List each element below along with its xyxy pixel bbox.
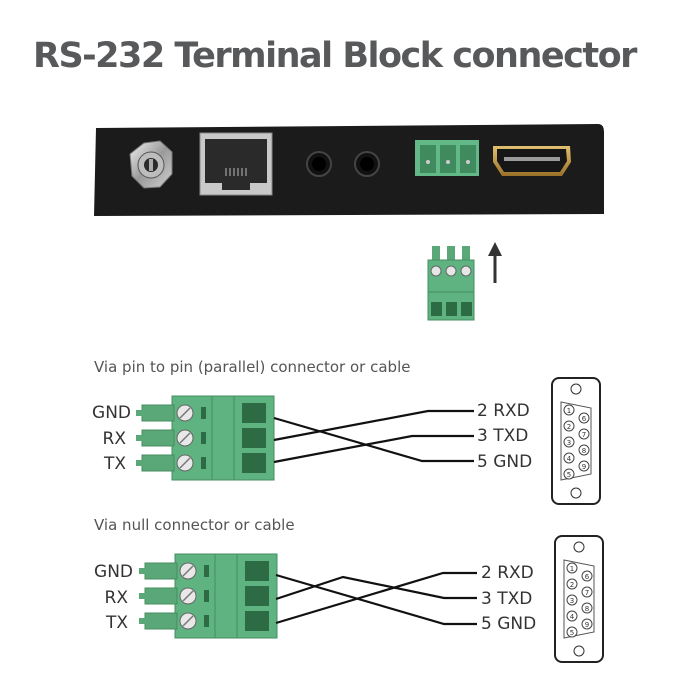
wire-socket bbox=[245, 561, 269, 581]
wire bbox=[275, 571, 477, 625]
db9-pin-number: 1 bbox=[567, 407, 571, 415]
db9-face bbox=[560, 401, 592, 481]
db9-pin bbox=[581, 602, 593, 614]
db9-pin-number: 2 bbox=[570, 581, 574, 589]
terminal-pin bbox=[141, 454, 175, 472]
db9-shell bbox=[554, 535, 604, 663]
db9-pin bbox=[563, 436, 575, 448]
db9-pin-number: 1 bbox=[570, 565, 574, 573]
terminal-pin-label: TX bbox=[105, 613, 128, 633]
terminal-pin bbox=[144, 612, 178, 630]
wire bbox=[273, 416, 474, 463]
terminal-block-socket-icon bbox=[415, 140, 479, 176]
db9-pin bbox=[566, 578, 578, 590]
section-caption: Via pin to pin (parallel) connector or c… bbox=[94, 358, 411, 376]
db9-pin-label: 2 RXD bbox=[477, 401, 530, 421]
db9-pin-number: 4 bbox=[570, 613, 575, 621]
terminal-pin-label: GND bbox=[94, 562, 133, 582]
terminal-pin-label: RX bbox=[104, 588, 128, 608]
db9-pin-number: 7 bbox=[582, 431, 586, 439]
hdmi-port-icon bbox=[493, 146, 571, 176]
db9-pin bbox=[566, 610, 578, 622]
wire-socket bbox=[245, 586, 269, 606]
db9-pin-label: 2 RXD bbox=[481, 563, 534, 583]
wire-socket bbox=[242, 403, 266, 423]
wire-socket bbox=[242, 428, 266, 448]
terminal-pin bbox=[144, 587, 178, 605]
db9-pin bbox=[563, 420, 575, 432]
wire-socket bbox=[242, 453, 266, 473]
db9-pin-number: 4 bbox=[567, 455, 572, 463]
terminal-pin-label: RX bbox=[102, 429, 126, 449]
db9-pin-label: 5 GND bbox=[477, 452, 533, 472]
db9-pin-number: 9 bbox=[585, 621, 589, 629]
db9-pin bbox=[578, 428, 590, 440]
db9-pin bbox=[566, 562, 578, 574]
db9-pin-number: 2 bbox=[567, 423, 571, 431]
db9-pin-number: 8 bbox=[585, 605, 589, 613]
db9-pin-number: 6 bbox=[585, 573, 590, 581]
ethernet-port-icon bbox=[199, 132, 273, 196]
terminal-block-plug-icon bbox=[427, 246, 475, 321]
db9-pin bbox=[578, 444, 590, 456]
db9-shell bbox=[551, 377, 601, 505]
db9-pin bbox=[578, 460, 590, 472]
wire-socket bbox=[245, 611, 269, 631]
db9-pin-number: 5 bbox=[570, 629, 574, 637]
db9-pin bbox=[563, 468, 575, 480]
page-title: RS-232 Terminal Block connector bbox=[33, 36, 637, 76]
power-jack-icon bbox=[129, 140, 173, 189]
db9-pin bbox=[581, 586, 593, 598]
wire bbox=[275, 575, 477, 601]
terminal-pin bbox=[141, 404, 175, 422]
db9-pin bbox=[563, 452, 575, 464]
db9-pin bbox=[566, 594, 578, 606]
wire bbox=[273, 434, 474, 464]
db9-pin-number: 6 bbox=[582, 415, 587, 423]
audio-jack-icon bbox=[306, 151, 332, 177]
db9-pin-number: 8 bbox=[582, 447, 586, 455]
audio-jack-icon bbox=[354, 151, 380, 177]
db9-face bbox=[563, 559, 595, 639]
db9-pin-label: 3 TXD bbox=[477, 426, 529, 446]
mount-hole bbox=[570, 383, 582, 395]
terminal-block-plug-icon bbox=[139, 553, 278, 639]
db9-pin-number: 3 bbox=[567, 439, 571, 447]
arrow-up-icon bbox=[488, 242, 502, 283]
device-rear-panel bbox=[94, 124, 604, 216]
db9-connector-icon: 1 2 3 4 5 6 7 8 9 bbox=[554, 535, 604, 663]
db9-pin bbox=[581, 618, 593, 630]
terminal-pin-label: GND bbox=[92, 403, 131, 423]
terminal-pin bbox=[141, 429, 175, 447]
db9-pin-label: 3 TXD bbox=[481, 589, 533, 609]
db9-pin bbox=[563, 404, 575, 416]
terminal-block-plug-icon bbox=[136, 395, 275, 481]
terminal-pin bbox=[144, 562, 178, 580]
mount-hole bbox=[573, 541, 585, 553]
wiring-parallel bbox=[273, 409, 474, 464]
db9-pin bbox=[581, 570, 593, 582]
wiring-null bbox=[275, 571, 477, 626]
section-caption: Via null connector or cable bbox=[94, 516, 295, 534]
db9-pin bbox=[578, 412, 590, 424]
db9-pin-number: 7 bbox=[585, 589, 589, 597]
db9-pin-number: 5 bbox=[567, 471, 571, 479]
db9-pin-number: 3 bbox=[570, 597, 574, 605]
wire bbox=[273, 409, 474, 442]
terminal-pin-label: TX bbox=[103, 454, 126, 474]
wire bbox=[275, 573, 477, 626]
db9-pin-label: 5 GND bbox=[481, 614, 537, 634]
mount-hole bbox=[570, 487, 582, 499]
db9-pin-number: 9 bbox=[582, 463, 586, 471]
db9-pin bbox=[566, 626, 578, 638]
db9-connector-icon: 1 2 3 4 5 6 7 8 9 bbox=[551, 377, 601, 505]
mount-hole bbox=[573, 645, 585, 657]
